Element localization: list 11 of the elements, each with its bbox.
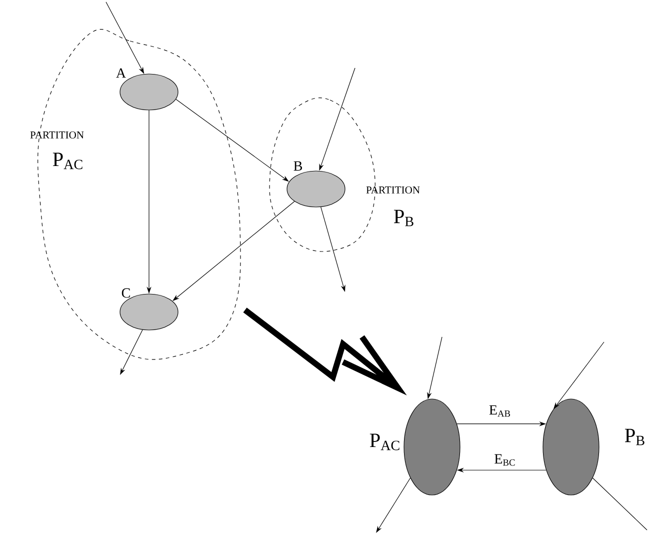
partition-symbol: P$_{AC}$	[52, 152, 82, 170]
vertex-label: C	[122, 288, 130, 298]
region-label: PARTITION	[30, 131, 84, 139]
vertex-label: P$_{B}$	[624, 428, 644, 446]
region-label: PARTITION	[366, 186, 420, 194]
vertex-label: B	[294, 161, 302, 171]
partition-symbol: P$_{B}$	[394, 210, 414, 226]
edge-label: E$_{BC}$	[494, 454, 515, 466]
vertex-label: P$_{AC}$	[370, 434, 400, 450]
vertex-label: A	[116, 68, 126, 78]
edge-label: E$_{AB}$	[489, 405, 510, 417]
